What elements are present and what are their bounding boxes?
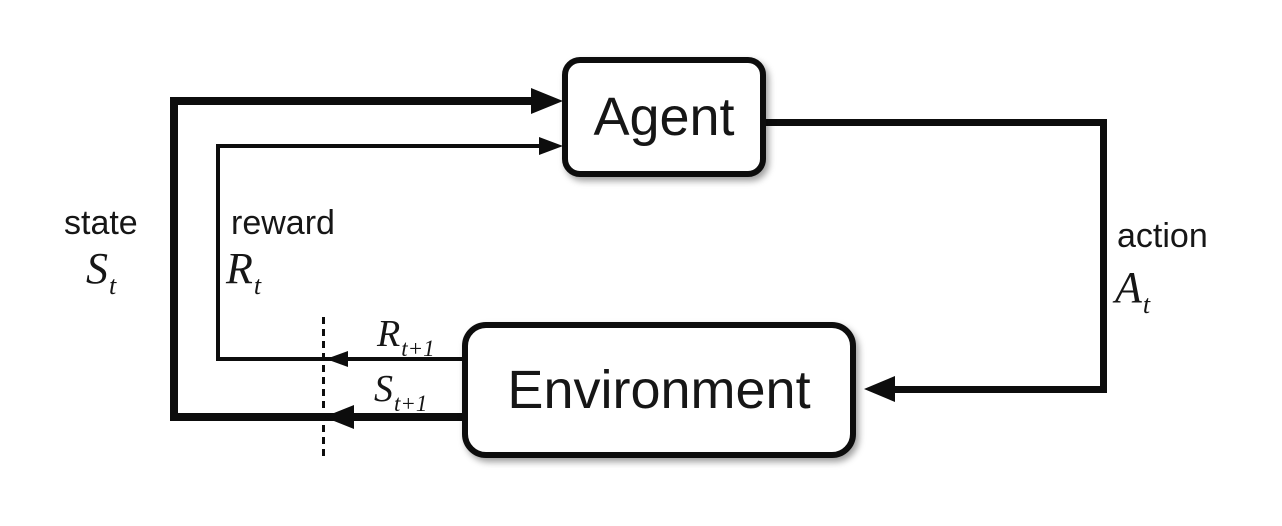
action-line-top-horizontal [766, 119, 1107, 126]
state-word-label: state [64, 204, 138, 242]
agent-node-box: Agent [562, 57, 766, 177]
reward-symbol-subscript: t [253, 270, 262, 300]
next-reward-symbol-label: Rt+1 [377, 313, 435, 360]
action-into-environment-arrowhead-icon [864, 376, 895, 402]
state-symbol-subscript: t [109, 270, 117, 300]
next-state-symbol-subscript: t+1 [394, 390, 428, 416]
next-state-symbol-label: St+1 [374, 368, 427, 415]
reward-word-label: reward [231, 204, 335, 242]
next-state-line-horizontal [170, 413, 462, 421]
state-symbol-main: S [86, 244, 108, 293]
next-reward-arrowhead-icon [326, 351, 348, 367]
next-reward-symbol-main: R [377, 313, 401, 355]
reward-symbol-label: Rt [226, 244, 261, 299]
action-line-bottom-horizontal [892, 386, 1107, 393]
environment-node-box: Environment [462, 322, 856, 458]
state-line-top-horizontal [170, 97, 533, 105]
agent-node-label: Agent [593, 87, 735, 147]
action-line-vertical [1100, 119, 1107, 393]
next-state-symbol-main: S [374, 368, 393, 410]
environment-node-label: Environment [507, 360, 811, 420]
action-symbol-subscript: t [1142, 289, 1151, 319]
next-state-arrowhead-icon [324, 405, 354, 429]
action-word-label: action [1117, 217, 1208, 255]
next-reward-symbol-subscript: t+1 [401, 335, 435, 361]
state-into-agent-arrowhead-icon [531, 88, 563, 114]
time-step-boundary-dashed-line [322, 317, 325, 461]
action-symbol-main: A [1115, 263, 1142, 312]
state-symbol-label: St [86, 244, 116, 299]
reward-symbol-main: R [226, 244, 253, 293]
state-line-vertical [170, 97, 178, 421]
reward-line-vertical [216, 144, 220, 361]
reward-line-top-horizontal [216, 144, 541, 148]
action-symbol-label: At [1115, 263, 1150, 318]
reward-into-agent-arrowhead-icon [539, 137, 563, 155]
